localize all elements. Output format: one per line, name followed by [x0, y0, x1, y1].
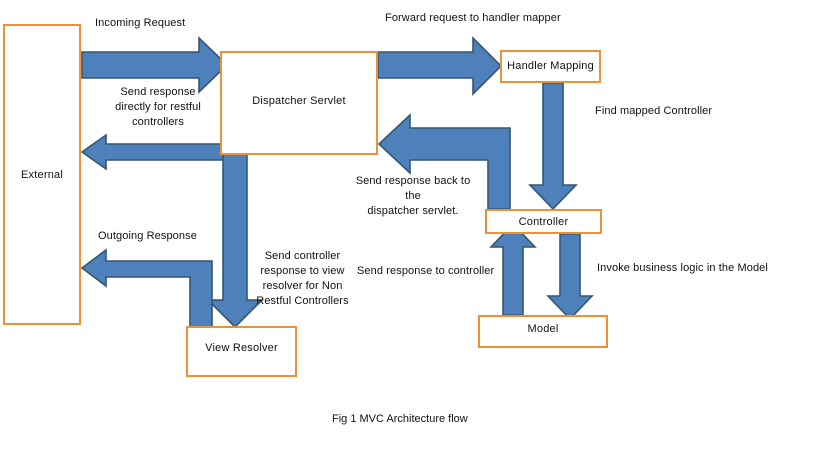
- label-line: resolver for Non: [262, 280, 343, 292]
- label-line: response to view: [260, 265, 345, 277]
- figure-caption: Fig 1 MVC Architecture flow: [332, 413, 468, 425]
- node-dispatcher-servlet[interactable]: Dispatcher Servlet: [220, 51, 378, 155]
- arrow-forward-to-handler-mapper: [377, 36, 503, 96]
- node-dispatcher-servlet-label: Dispatcher Servlet: [252, 95, 346, 107]
- node-handler-mapping-label: Handler Mapping: [507, 60, 594, 72]
- label-send-controller-response-to-view-resolver: Send controller response to view resolve…: [255, 249, 350, 309]
- node-view-resolver[interactable]: View Resolver: [186, 326, 297, 377]
- label-line: Restful Controllers: [256, 295, 349, 307]
- arrow-find-mapped-controller: [528, 82, 578, 211]
- arrow-invoke-business-logic: [546, 233, 594, 321]
- label-send-response-directly-for-restful-controllers: Send response directly for restful contr…: [93, 85, 223, 130]
- label-send-response-to-controller: Send response to controller: [357, 265, 495, 277]
- arrow-response-back-to-dispatcher: [377, 113, 511, 210]
- label-line: controllers: [132, 116, 184, 128]
- label-send-response-back-to-the-dispatcher-servlet: Send response back to the dispatcher ser…: [347, 174, 479, 219]
- label-line: Send controller: [264, 250, 341, 262]
- node-model[interactable]: Model: [478, 315, 608, 348]
- label-find-mapped-controller: Find mapped Controller: [595, 105, 713, 117]
- arrow-send-response-to-controller: [489, 222, 537, 316]
- arrow-restful-response: [80, 133, 231, 171]
- label-forward-request-to-handler-mapper: Forward request to handler mapper: [385, 12, 561, 24]
- node-view-resolver-label: View Resolver: [205, 342, 278, 354]
- node-controller[interactable]: Controller: [485, 209, 602, 234]
- label-line: dispatcher servlet.: [367, 205, 459, 217]
- label-invoke-business-logic-in-the-model: Invoke business logic in the Model: [597, 262, 768, 274]
- label-incoming-request: Incoming Request: [95, 17, 186, 29]
- label-outgoing-response: Outgoing Response: [98, 230, 197, 242]
- label-line: directly for restful: [115, 101, 201, 113]
- arrow-incoming-request: [81, 36, 229, 94]
- node-external[interactable]: External: [3, 24, 81, 325]
- label-line: Send response: [120, 86, 196, 98]
- node-model-label: Model: [527, 323, 559, 335]
- node-controller-label: Controller: [518, 216, 569, 228]
- arrow-send-controller-response-to-view-resolver: [206, 151, 264, 329]
- node-handler-mapping[interactable]: Handler Mapping: [500, 50, 601, 83]
- node-external-label: External: [21, 168, 63, 181]
- arrow-outgoing-response: [80, 248, 213, 328]
- label-line: Send response back to the: [355, 175, 471, 202]
